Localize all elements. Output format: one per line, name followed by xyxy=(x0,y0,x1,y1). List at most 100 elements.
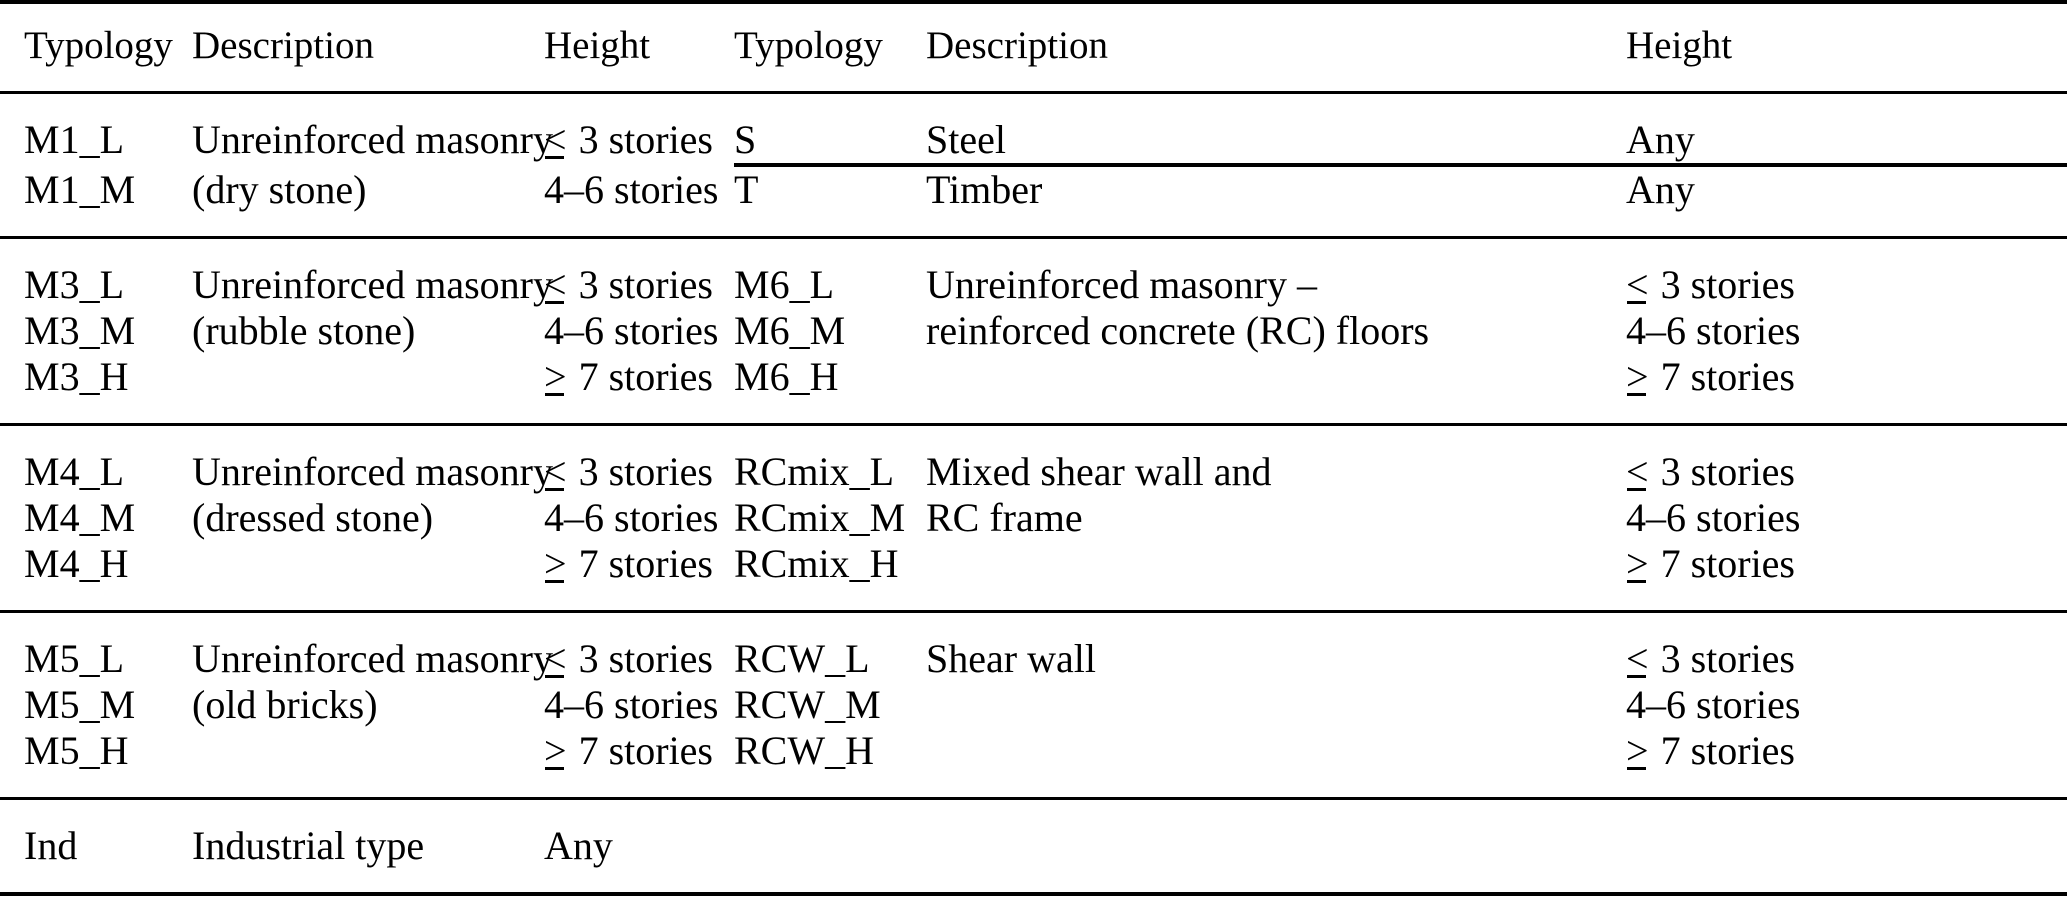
cell-typology-right: S xyxy=(734,117,757,162)
cell-description-left: Unreinforced masonry xyxy=(192,449,553,494)
cell-description-left: Unreinforced masonry xyxy=(192,117,553,162)
cell-typology-right: RCW_L xyxy=(734,636,870,681)
cell-typology-right: M6_H xyxy=(734,354,839,399)
height-value: 4–6 stories xyxy=(544,308,719,353)
rule-group-m3-m6 xyxy=(0,236,2067,240)
cell-typology-left: M5_L xyxy=(24,636,124,681)
height-value: 7 stories xyxy=(578,354,713,399)
height-value: 4–6 stories xyxy=(544,495,719,540)
cell-description-left xyxy=(192,728,544,799)
building-typology-table: Typology Description Height Typology Des… xyxy=(0,0,2067,898)
height-value: 3 stories xyxy=(578,636,713,681)
table-row: M3_H > 7 stories M6_H > 7 stories xyxy=(0,354,2067,425)
greater-than-or-equal-icon: > xyxy=(544,354,567,399)
cell-description-right: reinforced concrete (RC) floors xyxy=(926,308,1430,353)
less-than-or-equal-icon: < xyxy=(544,449,567,494)
greater-than-or-equal-icon: > xyxy=(1626,541,1649,586)
column-header-description-right: Description xyxy=(926,24,1108,67)
cell-description-right: Mixed shear wall and xyxy=(926,449,1272,494)
rule-group-m4-rcmix xyxy=(0,423,2067,427)
column-header-height-left: Height xyxy=(544,24,651,67)
cell-height-right: > 7 stories xyxy=(1626,354,2067,425)
cell-height-left: Any xyxy=(544,800,734,894)
cell-typology-right xyxy=(734,800,926,894)
column-header-typology-left: Typology xyxy=(24,24,173,67)
height-value: 4–6 stories xyxy=(1626,308,1801,353)
cell-description-left: Unreinforced masonry xyxy=(192,636,553,681)
header-row: Typology Description Height Typology Des… xyxy=(0,4,2067,93)
height-value: Any xyxy=(544,823,613,868)
cell-description-right xyxy=(926,541,1626,612)
cell-description-right: Shear wall xyxy=(926,636,1096,681)
cell-height-left: < 3 stories xyxy=(544,239,734,308)
cell-height-right: 4–6 stories xyxy=(1626,495,2067,541)
height-value: 7 stories xyxy=(578,541,713,586)
height-value: 3 stories xyxy=(578,117,713,162)
greater-than-or-equal-icon: > xyxy=(1626,728,1649,773)
cell-description-right xyxy=(926,800,1626,894)
height-value: 4–6 stories xyxy=(1626,682,1801,727)
cell-description-right: Steel xyxy=(926,117,1006,162)
cell-height-left: < 3 stories xyxy=(544,613,734,682)
cell-height-left: 4–6 stories xyxy=(544,308,734,354)
cell-typology-left: M3_L xyxy=(24,262,124,307)
cell-height-right: < 3 stories xyxy=(1626,426,2067,495)
height-value: Any xyxy=(1626,167,1695,212)
cell-typology-left: M3_H xyxy=(24,354,129,399)
cell-typology-right: RCmix_H xyxy=(734,541,899,586)
table-head: Typology Description Height Typology Des… xyxy=(0,0,2067,93)
greater-than-or-equal-icon: > xyxy=(544,541,567,586)
greater-than-or-equal-icon: > xyxy=(1626,354,1649,399)
cell-height-right: Any xyxy=(1626,167,2067,238)
table-row: M4_H > 7 stories RCmix_H > 7 stories xyxy=(0,541,2067,612)
less-than-or-equal-icon: < xyxy=(1626,636,1649,681)
rule-bottom xyxy=(0,892,2067,898)
less-than-or-equal-icon: < xyxy=(1626,449,1649,494)
cell-height-right: 4–6 stories xyxy=(1626,682,2067,728)
cell-typology-left: M1_L xyxy=(24,117,124,162)
less-than-or-equal-icon: < xyxy=(544,262,567,307)
cell-typology-left: M4_M xyxy=(24,495,136,540)
cell-typology-right: RCW_M xyxy=(734,682,881,727)
column-header-description-left: Description xyxy=(192,24,374,67)
cell-typology-left: M4_L xyxy=(24,449,124,494)
less-than-or-equal-icon: < xyxy=(1626,262,1649,307)
cell-height-right: Any xyxy=(1626,94,2067,165)
cell-height-right: < 3 stories xyxy=(1626,613,2067,682)
cell-description-right: Timber xyxy=(926,167,1043,212)
cell-typology-left: M4_H xyxy=(24,541,129,586)
cell-description-right xyxy=(926,354,1626,425)
cell-typology-left: M1_M xyxy=(24,167,136,212)
cell-height-right: > 7 stories xyxy=(1626,541,2067,612)
height-value: 4–6 stories xyxy=(1626,495,1801,540)
cell-description-right: RC frame xyxy=(926,495,1083,540)
cell-height-left: > 7 stories xyxy=(544,728,734,799)
cell-typology-left: M3_M xyxy=(24,308,136,353)
cell-height-left: 4–6 stories xyxy=(544,495,734,541)
cell-description-left: (old bricks) xyxy=(192,682,378,727)
cell-description-left: Unreinforced masonry xyxy=(192,262,553,307)
cell-description-right xyxy=(926,682,1626,728)
height-value: 7 stories xyxy=(1660,354,1795,399)
cell-height-left: 4–6 stories xyxy=(544,682,734,728)
height-value: 7 stories xyxy=(1660,541,1795,586)
cell-description-left xyxy=(192,541,544,612)
greater-than-or-equal-icon: > xyxy=(544,728,567,773)
height-value: Any xyxy=(1626,117,1695,162)
cell-description-right: Unreinforced masonry – xyxy=(926,262,1317,307)
cell-description-left: (dry stone) xyxy=(192,167,367,212)
cell-typology-right: M6_M xyxy=(734,308,846,353)
cell-typology-right: RCmix_M xyxy=(734,495,906,540)
column-header-typology-right: Typology xyxy=(734,24,883,67)
